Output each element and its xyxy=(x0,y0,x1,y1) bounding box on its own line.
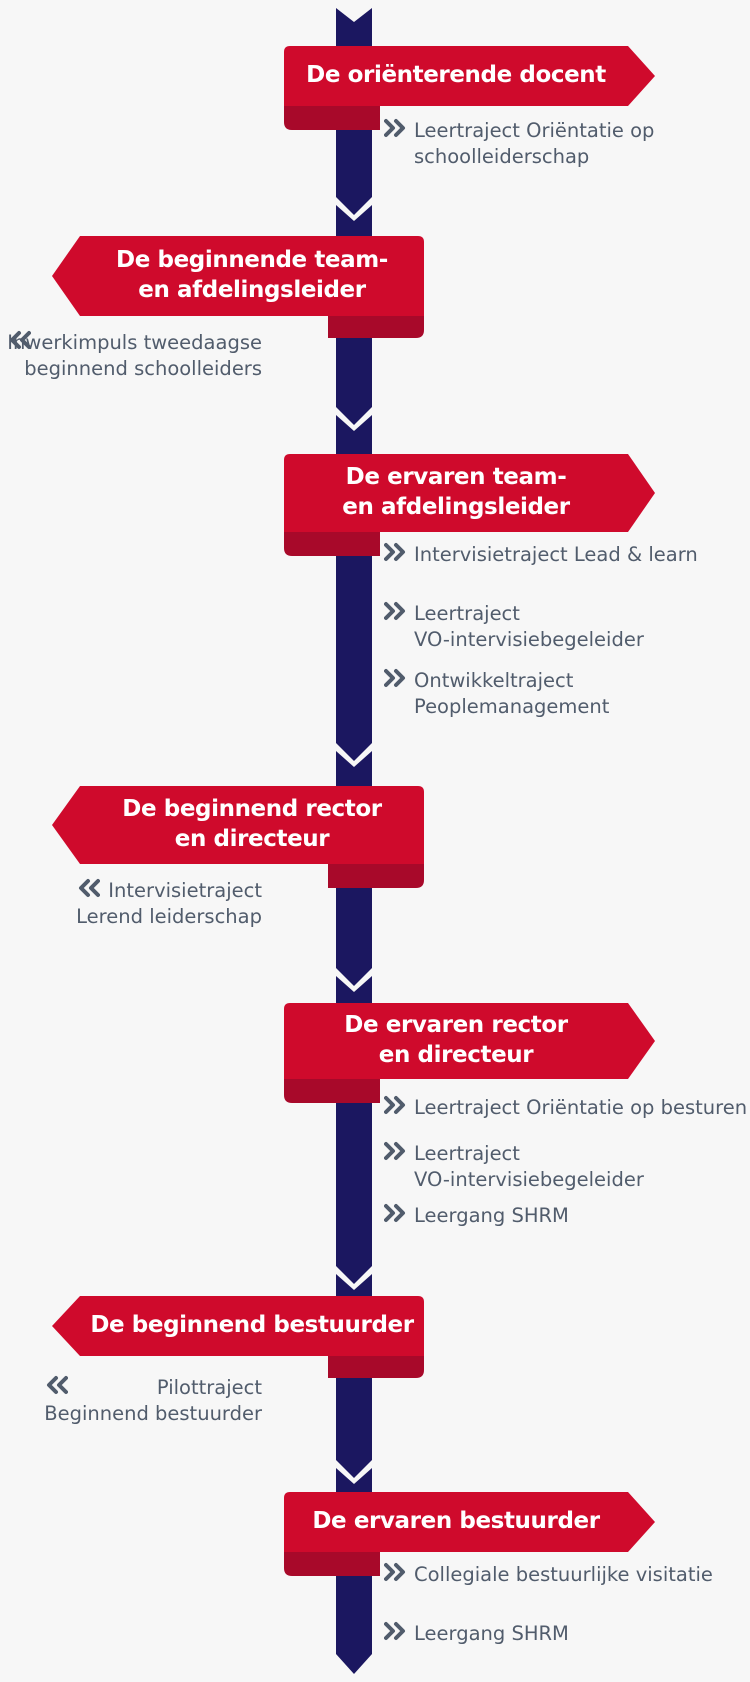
course-item-line: schoolleiderschap xyxy=(414,145,590,168)
double-chevron-right-icon xyxy=(384,543,405,561)
course-item-line: Pilottraject xyxy=(156,1376,262,1399)
stage-banner xyxy=(52,786,424,864)
course-item-line: Lerend leiderschap xyxy=(76,905,262,928)
double-chevron-left-icon xyxy=(47,1376,69,1394)
stage-title: De beginnend rector en directeur xyxy=(80,794,424,854)
course-item-text: Collegiale bestuurlijke visitatie xyxy=(414,1562,713,1588)
double-chevron-right-icon xyxy=(384,1096,405,1114)
banner-fold xyxy=(328,312,424,338)
stage-title-line: De ervaren rector xyxy=(344,1012,568,1038)
stage-title-line: en directeur xyxy=(378,1042,534,1068)
stage-title-line: De ervaren bestuurder xyxy=(312,1508,600,1534)
double-chevron-right-icon xyxy=(384,602,405,620)
stage-title-line: en afdelingsleider xyxy=(138,277,366,303)
stage-banner xyxy=(284,1003,655,1079)
stage-title-line: De beginnende team- xyxy=(116,247,388,273)
stage-title: De beginnende team-en afdelingsleider xyxy=(80,245,424,305)
stage-banner xyxy=(284,454,655,532)
course-item-text: Inwerkimpuls tweedaagse beginnend schooll… xyxy=(7,330,262,382)
course-item-text: Leertraject Oriëntatie op besturen xyxy=(414,1095,747,1121)
course-item: Leergang SHRM xyxy=(384,1621,569,1647)
banner-fold xyxy=(284,1548,380,1576)
double-chevron-right-icon xyxy=(384,1563,405,1581)
stage-title: De beginnend bestuurder xyxy=(80,1310,424,1340)
double-chevron-left-icon xyxy=(79,879,101,897)
course-item-text: Leertraject Oriëntatie op schoolleidersch… xyxy=(414,118,654,170)
double-chevron-right-icon xyxy=(384,669,405,687)
stage-title: De oriënterende docent xyxy=(284,60,628,90)
course-item-line: Intervisietraject Lead & learn xyxy=(414,543,698,566)
course-item-line: Inwerkimpuls tweedaagse xyxy=(7,331,262,354)
course-item: Leertraject Oriëntatie op besturen xyxy=(384,1095,747,1121)
course-item: Leergang SHRM xyxy=(384,1203,569,1229)
course-item: Inwerkimpuls tweedaagse beginnend schooll… xyxy=(7,330,296,382)
stage-title-line: De beginnend rector xyxy=(122,796,382,822)
course-item-line: Leergang SHRM xyxy=(414,1622,569,1645)
stage-banner xyxy=(52,1296,424,1356)
double-chevron-left-icon xyxy=(10,331,32,349)
banner-fold xyxy=(328,860,424,888)
course-item-line: Leertraject Oriëntatie op xyxy=(414,119,655,142)
banner-fold xyxy=(328,1352,424,1378)
course-item-line: beginnend schoolleiders xyxy=(24,357,262,380)
stage-banner xyxy=(52,236,424,316)
stage-title-line: De beginnend bestuurder xyxy=(90,1312,414,1338)
stage-title: De ervaren team-en afdelingsleider xyxy=(284,462,628,522)
course-item-text: Leergang SHRM xyxy=(414,1621,569,1647)
course-item-text: Leergang SHRM xyxy=(414,1203,569,1229)
course-item-line: Leertraject xyxy=(414,1142,520,1165)
stage-title-line: De ervaren team- xyxy=(345,464,567,490)
course-item-line: Peoplemanagement xyxy=(414,695,610,718)
course-item: Intervisietraject Lead & learn xyxy=(384,542,698,568)
stage-title-line: en afdelingsleider xyxy=(342,494,570,520)
course-item-line: Beginnend bestuurder xyxy=(44,1402,262,1425)
course-item-line: Leertraject xyxy=(414,602,520,625)
course-item-line: VO-intervisiebegeleider xyxy=(414,1168,644,1191)
course-item-line: Ontwikkeltraject xyxy=(414,669,574,692)
stage-banner xyxy=(284,46,655,106)
course-item-line: Leertraject Oriëntatie op besturen xyxy=(414,1096,748,1119)
stage-title-line: en directeur xyxy=(174,826,330,852)
banner-fold xyxy=(284,1075,380,1103)
course-item-line: Leergang SHRM xyxy=(414,1204,569,1227)
banner-fold xyxy=(284,102,380,130)
double-chevron-right-icon xyxy=(384,1142,405,1160)
course-item-line: Intervisietraject xyxy=(108,879,262,902)
double-chevron-right-icon xyxy=(384,1204,405,1222)
double-chevron-right-icon xyxy=(384,119,405,137)
stage-title: De ervaren rector en directeur xyxy=(284,1010,628,1070)
course-item: Collegiale bestuurlijke visitatie xyxy=(384,1562,713,1588)
stage-title-line: De oriënterende docent xyxy=(306,62,606,88)
course-item: Leertraject Oriëntatie op schoolleidersch… xyxy=(384,118,654,170)
stage-title: De ervaren bestuurder xyxy=(284,1506,628,1536)
double-chevron-right-icon xyxy=(384,1622,405,1640)
course-item-line: Collegiale bestuurlijke visitatie xyxy=(414,1563,713,1586)
banner-fold xyxy=(284,528,380,556)
course-item-text: Intervisietraject Lead & learn xyxy=(414,542,698,568)
course-item-line: VO-intervisiebegeleider xyxy=(414,628,644,651)
stage-banner xyxy=(284,1492,655,1552)
